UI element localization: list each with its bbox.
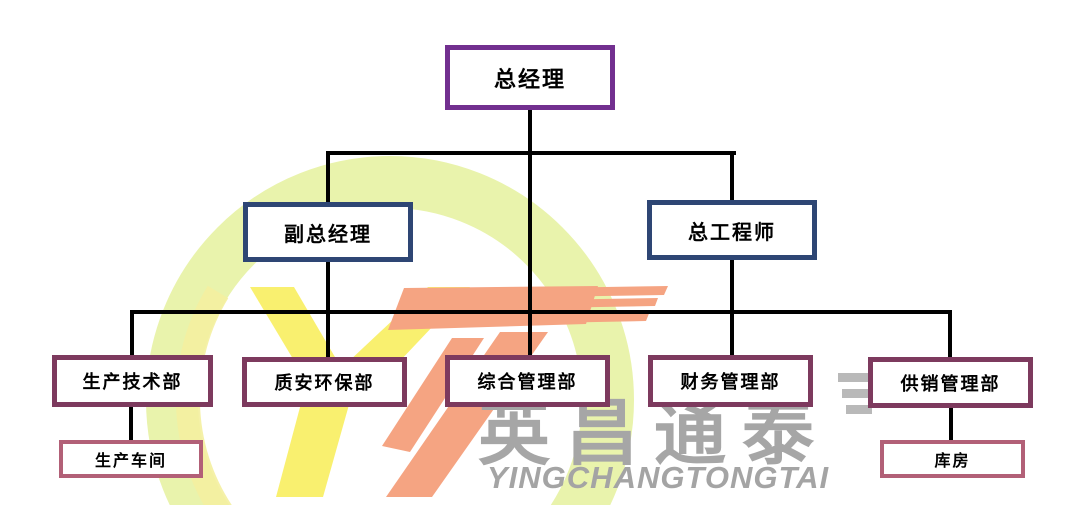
connector-dept5-stub [948, 310, 952, 357]
logo-gray-stripes-icon [838, 373, 874, 414]
node-production-workshop-label: 生产车间 [94, 453, 167, 470]
node-quality-safety-env-dept: 质安环保部 [242, 357, 407, 407]
connector-dgm-top [326, 151, 330, 202]
node-finance-dept-label: 财务管理部 [680, 372, 781, 392]
node-deputy-general-manager: 副总经理 [243, 202, 413, 262]
connector-dept1-stub [130, 310, 134, 355]
node-finance-dept: 财务管理部 [648, 355, 813, 407]
node-chief-engineer-label: 总工程师 [688, 221, 776, 244]
connector-workshop-stub [129, 407, 133, 440]
connector-rail-level2 [326, 151, 736, 155]
node-general-admin-dept-label: 综合管理部 [477, 372, 578, 392]
logo-brand-cn: 英昌通泰 [478, 394, 830, 474]
connector-ce-top [730, 151, 734, 200]
node-general-manager: 总经理 [445, 45, 615, 110]
node-quality-safety-env-dept-label: 质安环保部 [274, 373, 375, 393]
node-warehouse: 库房 [880, 440, 1025, 478]
node-chief-engineer: 总工程师 [647, 200, 817, 260]
node-production-workshop: 生产车间 [59, 440, 203, 478]
node-general-admin-dept: 综合管理部 [445, 355, 610, 407]
node-warehouse-label: 库房 [934, 453, 971, 470]
connector-ce-bottom [730, 260, 734, 355]
connector-rail-level3 [130, 310, 952, 314]
connector-warehouse-stub [949, 408, 953, 440]
node-deputy-general-manager-label: 副总经理 [284, 223, 372, 246]
node-general-manager-label: 总经理 [493, 66, 566, 92]
node-supply-marketing-dept-label: 供销管理部 [900, 373, 1001, 394]
logo-brand-en: YINGCHANGTONGTAI [487, 460, 829, 495]
node-production-tech-dept: 生产技术部 [52, 355, 213, 407]
connector-gm-center-vertical [528, 110, 532, 355]
connector-dgm-bottom [326, 262, 330, 357]
node-supply-marketing-dept: 供销管理部 [868, 357, 1033, 408]
node-production-tech-dept-label: 生产技术部 [82, 372, 183, 392]
